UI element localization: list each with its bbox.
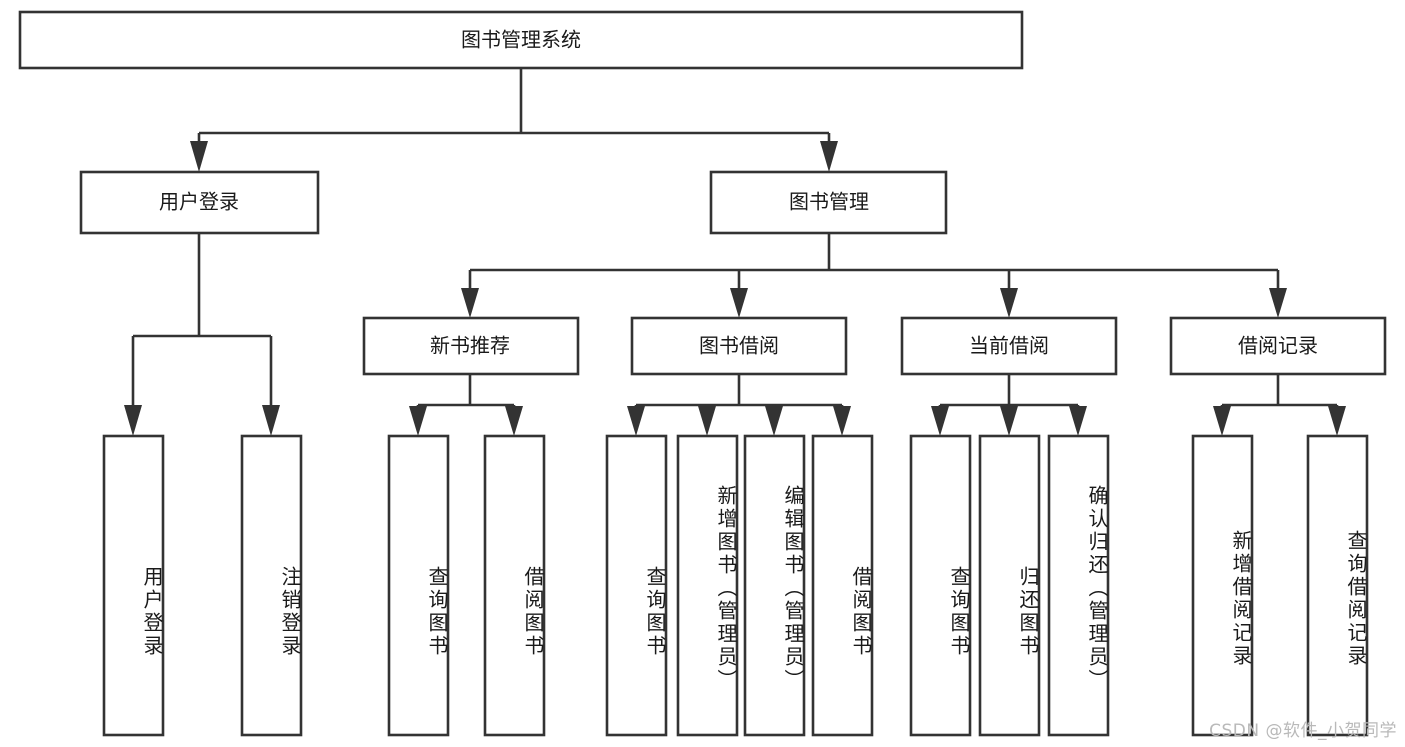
- node-box-book-manage[interactable]: [709, 170, 948, 235]
- node-layer: [18, 10, 1387, 737]
- node-box-root[interactable]: [18, 10, 1024, 70]
- node-box-leaf-return-book[interactable]: [978, 434, 1041, 737]
- arrow-root-to-book-manage: [820, 141, 838, 172]
- arrow-to-leaf-query-book-2: [627, 406, 645, 436]
- arrow-to-leaf-borrow-book-1: [505, 406, 523, 436]
- arrow-to-leaf-edit-book-admin: [765, 406, 783, 436]
- arrow-to-leaf-logout-login: [262, 405, 280, 436]
- node-box-leaf-query-book-1[interactable]: [387, 434, 450, 737]
- arrow-to-leaf-query-borrow-record: [1328, 406, 1346, 436]
- node-box-user-login[interactable]: [79, 170, 320, 235]
- node-box-leaf-query-book-2[interactable]: [605, 434, 668, 737]
- node-box-leaf-add-book-admin[interactable]: [676, 434, 739, 737]
- node-box-leaf-edit-book-admin[interactable]: [743, 434, 806, 737]
- node-label-root: 图书管理系统: [461, 28, 581, 52]
- arrow-to-leaf-query-book-1: [409, 406, 427, 436]
- arrow-to-new-book-recommend: [461, 288, 479, 318]
- arrow-to-leaf-query-book-3: [931, 406, 949, 436]
- node-label-user-login: 用户登录: [159, 190, 239, 214]
- arrow-to-leaf-user-login: [124, 405, 142, 436]
- arrow-to-borrow-record: [1269, 288, 1287, 318]
- arrow-to-leaf-borrow-book-2: [833, 406, 851, 436]
- node-box-new-book-recommend[interactable]: [362, 316, 580, 376]
- arrow-to-leaf-add-borrow-record: [1213, 406, 1231, 436]
- arrow-to-leaf-confirm-return-admin: [1069, 406, 1087, 436]
- node-label-book-manage: 图书管理: [789, 190, 869, 214]
- node-box-borrow-record[interactable]: [1169, 316, 1387, 376]
- node-box-current-borrow[interactable]: [900, 316, 1118, 376]
- node-box-leaf-confirm-return-admin[interactable]: [1047, 434, 1110, 737]
- csdn-watermark: CSDN @软件_小贺同学: [1209, 721, 1397, 741]
- arrow-to-current-borrow: [1000, 288, 1018, 318]
- arrow-to-leaf-return-book: [1000, 406, 1018, 436]
- node-box-leaf-borrow-book-2[interactable]: [811, 434, 874, 737]
- node-label-new-book-recommend: 新书推荐: [430, 334, 510, 358]
- node-box-leaf-add-borrow-record[interactable]: [1191, 434, 1254, 737]
- arrow-to-leaf-add-book-admin: [698, 406, 716, 436]
- node-box-leaf-query-book-3[interactable]: [909, 434, 972, 737]
- node-box-book-borrow[interactable]: [630, 316, 848, 376]
- node-label-current-borrow: 当前借阅: [969, 334, 1049, 358]
- node-box-leaf-logout-login[interactable]: [240, 434, 303, 737]
- arrow-to-book-borrow: [730, 288, 748, 318]
- node-label-borrow-record: 借阅记录: [1238, 334, 1318, 358]
- horizontal-label-layer: 图书管理系统 用户登录 图书管理 新书推荐 图书借阅 当前借阅 借阅记录: [159, 28, 1318, 358]
- node-label-book-borrow: 图书借阅: [699, 334, 779, 358]
- node-box-leaf-query-borrow-record[interactable]: [1306, 434, 1369, 737]
- connector-layer: [124, 68, 1346, 436]
- node-box-leaf-borrow-book-1[interactable]: [483, 434, 546, 737]
- arrow-root-to-user-login: [190, 141, 208, 172]
- node-box-leaf-user-login[interactable]: [102, 434, 165, 737]
